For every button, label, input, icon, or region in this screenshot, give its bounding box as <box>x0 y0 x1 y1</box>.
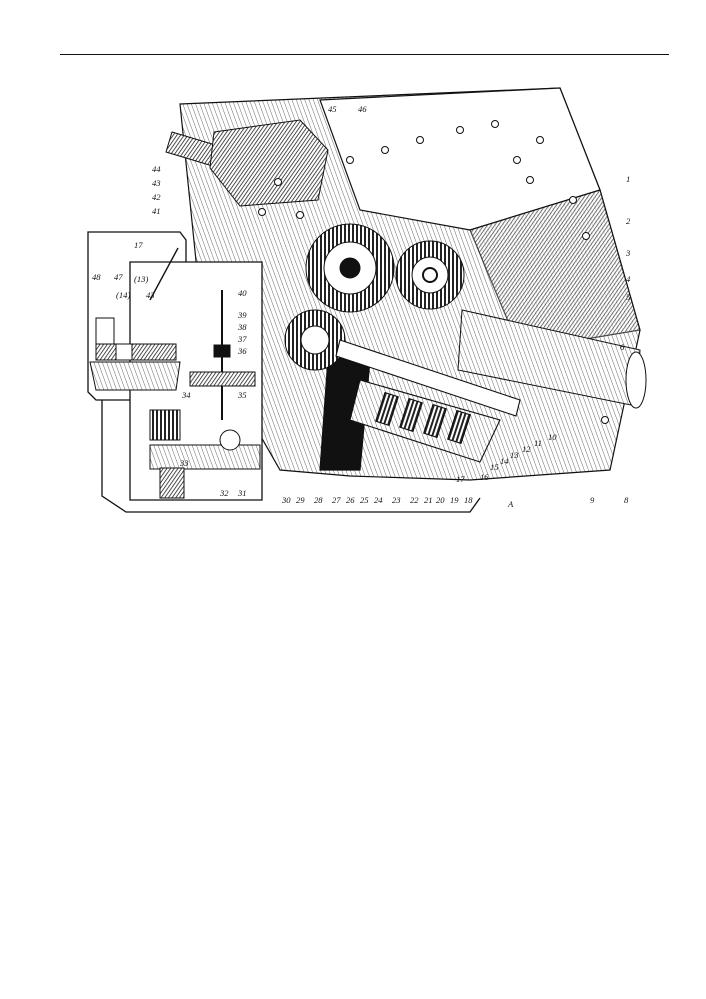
callouts-bottom-right: 10 11 12 13 14 15 16 A 9 8 <box>480 432 629 509</box>
svg-text:24: 24 <box>374 495 383 505</box>
svg-text:48: 48 <box>92 272 101 282</box>
inset2-callouts: 40 39 38 37 36 35 34 33 32 31 <box>179 288 247 498</box>
svg-text:2: 2 <box>626 216 631 226</box>
callouts-top: 45 46 <box>328 104 367 114</box>
svg-text:10: 10 <box>548 432 557 442</box>
svg-text:44: 44 <box>152 164 161 174</box>
svg-text:6: 6 <box>620 342 625 352</box>
svg-text:13: 13 <box>510 450 519 460</box>
svg-text:47: 47 <box>114 272 123 282</box>
callouts-bottom: 30 29 28 27 26 25 24 23 22 21 20 19 18 1… <box>281 474 473 505</box>
svg-text:11: 11 <box>534 438 542 448</box>
gear-shafts <box>335 339 521 463</box>
svg-text:38: 38 <box>237 322 247 332</box>
bolts <box>258 120 609 424</box>
svg-text:31: 31 <box>237 488 247 498</box>
bevel-gears <box>284 223 465 371</box>
svg-text:8: 8 <box>624 495 629 505</box>
svg-text:23: 23 <box>392 495 401 505</box>
callouts-right: 1 2 3 4 5 6 <box>620 174 631 352</box>
svg-text:22: 22 <box>410 495 419 505</box>
svg-text:12: 12 <box>522 444 531 454</box>
svg-text:(13): (13) <box>134 274 148 284</box>
svg-text:5: 5 <box>626 292 631 302</box>
svg-text:25: 25 <box>360 495 369 505</box>
svg-text:17: 17 <box>134 240 143 250</box>
svg-text:37: 37 <box>237 334 247 344</box>
callouts-left: 44 43 42 41 <box>152 164 161 216</box>
svg-text:3: 3 <box>625 248 630 258</box>
svg-text:40: 40 <box>238 288 247 298</box>
svg-text:42: 42 <box>152 192 161 202</box>
svg-text:4: 4 <box>626 274 631 284</box>
inset2-detail <box>149 290 261 499</box>
input-shaft <box>165 119 329 207</box>
svg-text:17: 17 <box>456 474 465 484</box>
transmission-cutaway-illustration: 45 46 44 43 42 41 1 2 3 4 5 6 10 11 12 1… <box>87 87 647 513</box>
inset1-callouts: 17 48 47 (14) (13) 43 <box>92 240 155 300</box>
svg-text:9: 9 <box>590 495 595 505</box>
svg-text:34: 34 <box>181 390 191 400</box>
svg-text:(14): (14) <box>116 290 130 300</box>
svg-text:36: 36 <box>237 346 247 356</box>
svg-text:27: 27 <box>332 495 341 505</box>
svg-text:33: 33 <box>179 458 189 468</box>
svg-text:19: 19 <box>450 495 459 505</box>
svg-text:15: 15 <box>490 462 499 472</box>
inset1-detail <box>89 247 181 391</box>
output-shaft <box>457 309 647 409</box>
svg-text:35: 35 <box>237 390 247 400</box>
svg-text:1: 1 <box>626 174 630 184</box>
svg-text:14: 14 <box>500 456 509 466</box>
svg-text:32: 32 <box>219 488 229 498</box>
svg-text:16: 16 <box>480 472 489 482</box>
svg-text:21: 21 <box>424 495 433 505</box>
svg-text:43: 43 <box>146 290 155 300</box>
svg-text:41: 41 <box>152 206 161 216</box>
svg-text:18: 18 <box>464 495 473 505</box>
svg-text:43: 43 <box>152 178 161 188</box>
svg-text:46: 46 <box>358 104 367 114</box>
svg-text:28: 28 <box>314 495 323 505</box>
svg-text:29: 29 <box>296 495 305 505</box>
svg-text:20: 20 <box>436 495 445 505</box>
svg-text:30: 30 <box>281 495 291 505</box>
svg-text:45: 45 <box>328 104 337 114</box>
svg-text:A: A <box>507 499 514 509</box>
header-rule <box>60 54 669 55</box>
svg-text:26: 26 <box>346 495 355 505</box>
svg-text:39: 39 <box>237 310 247 320</box>
